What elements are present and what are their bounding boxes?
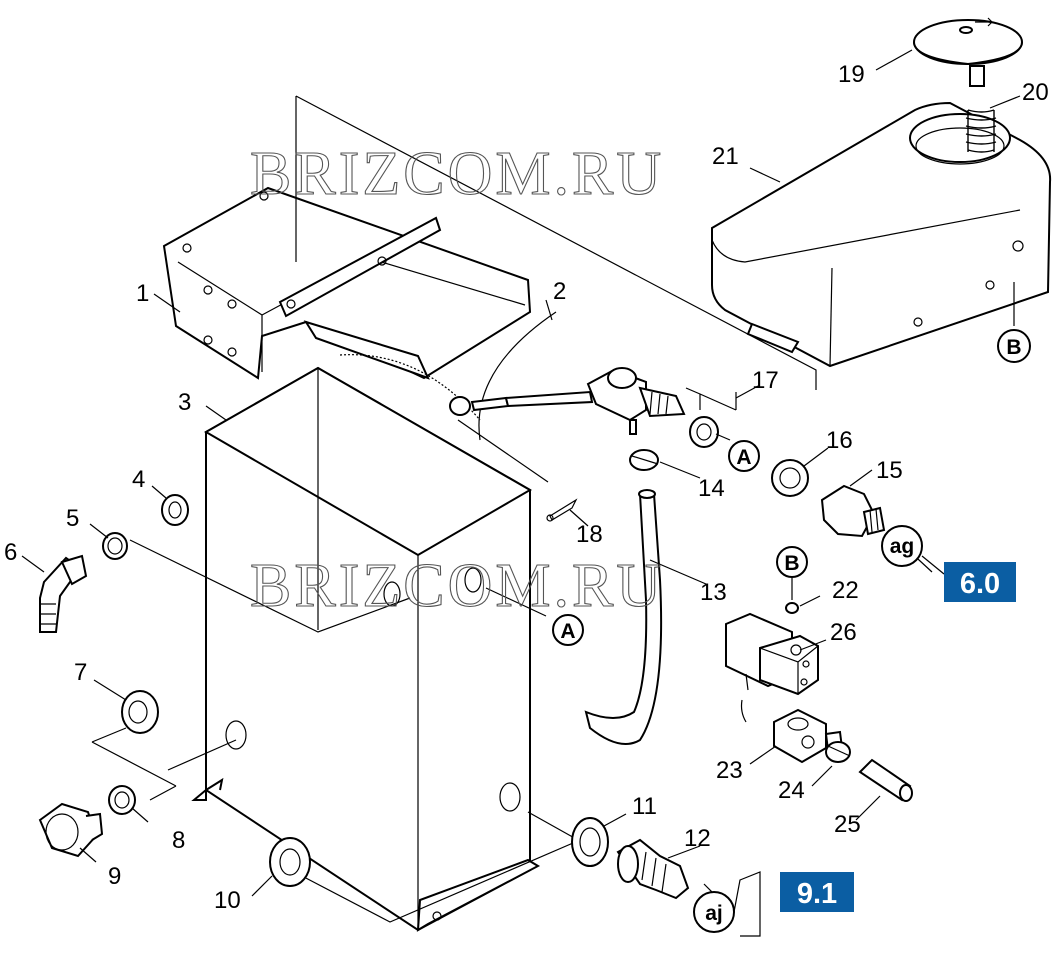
callout-24: 24 — [778, 777, 805, 804]
callout-23: 23 — [716, 757, 743, 784]
part-18-pin — [546, 498, 578, 522]
callout-25: 25 — [834, 811, 861, 838]
assembly-line-21 — [295, 95, 817, 390]
part-7-nut — [121, 690, 159, 734]
callout-7: 7 — [74, 659, 87, 686]
part-9-plug — [38, 802, 104, 858]
callout-2: 2 — [553, 278, 566, 305]
assembly-lines — [91, 311, 737, 923]
part-24-clamp — [825, 741, 851, 763]
part-11-washer — [571, 817, 609, 867]
part-26-solenoid-valve — [725, 612, 819, 723]
connector-b-valve: B — [776, 546, 808, 578]
callout-4: 4 — [132, 466, 145, 493]
part-19-cap — [913, 17, 1023, 87]
callout-5: 5 — [66, 505, 79, 532]
connector-b-tank-label: B — [1006, 336, 1021, 359]
connector-a-upper-label: A — [736, 446, 751, 469]
part-17-washer — [689, 416, 719, 448]
part-14-clamp — [629, 449, 659, 471]
ref-9-1-leader — [733, 871, 761, 937]
part-12-hose-fitting — [616, 838, 690, 900]
callout-16: 16 — [826, 427, 853, 454]
part-23-fitting — [773, 708, 844, 764]
callout-3: 3 — [178, 389, 191, 416]
callout-20: 20 — [1022, 79, 1049, 106]
part-4-nut — [161, 494, 189, 526]
connector-a-lower: A — [552, 614, 584, 646]
callout-numbers: 1 2 3 4 5 6 7 8 9 10 11 12 13 14 15 16 1… — [4, 61, 1049, 914]
connector-aj: aj — [693, 891, 735, 933]
part-3-box — [191, 354, 541, 932]
part-25-hose — [858, 758, 913, 802]
part-13-hose — [584, 489, 663, 745]
callout-8: 8 — [172, 827, 185, 854]
part-16-washer — [771, 459, 809, 497]
part-15-adapter — [820, 484, 886, 538]
callout-15: 15 — [876, 457, 903, 484]
callout-18: 18 — [576, 521, 603, 548]
callout-12: 12 — [684, 825, 711, 852]
connector-b-tank: B — [997, 329, 1031, 363]
ref-box-6-0-label: 6.0 — [960, 568, 1000, 600]
callout-9: 9 — [108, 863, 121, 890]
ref-box-9-1[interactable]: 9.1 — [780, 872, 854, 912]
watermark-top: BRIZCOM.RU — [250, 140, 664, 208]
callout-19: 19 — [838, 61, 865, 88]
connector-b-valve-label: B — [784, 552, 799, 575]
callout-21: 21 — [712, 143, 739, 170]
part-5-washer — [102, 532, 128, 560]
callout-17: 17 — [752, 367, 779, 394]
part-1-bracket — [162, 186, 532, 380]
connector-ag-label: ag — [890, 535, 915, 558]
callout-1: 1 — [136, 280, 149, 307]
ref-box-6-0[interactable]: 6.0 — [944, 562, 1016, 602]
callout-14: 14 — [698, 475, 725, 502]
connector-a-upper: A — [728, 440, 760, 472]
part-6-elbow-fitting — [39, 554, 88, 633]
part-10-nut — [269, 837, 311, 887]
part-8-washer — [108, 785, 136, 815]
callout-13: 13 — [700, 579, 727, 606]
callout-11: 11 — [632, 793, 657, 820]
callout-6: 6 — [4, 539, 17, 566]
connector-aj-label: aj — [705, 902, 723, 925]
part-22-o-ring — [785, 602, 799, 614]
ref-6-0-leader — [921, 555, 945, 575]
ref-box-9-1-label: 9.1 — [797, 878, 837, 910]
callout-22: 22 — [832, 577, 859, 604]
part-2-float-valve — [449, 367, 686, 435]
callout-26: 26 — [830, 619, 857, 646]
connector-ag: ag — [881, 525, 923, 567]
part-21-tank — [711, 101, 1052, 368]
watermark-middle: BRIZCOM.RU — [250, 552, 664, 620]
part-20-spring — [965, 109, 997, 153]
connector-a-lower-label: A — [560, 620, 575, 643]
callout-10: 10 — [214, 887, 241, 914]
